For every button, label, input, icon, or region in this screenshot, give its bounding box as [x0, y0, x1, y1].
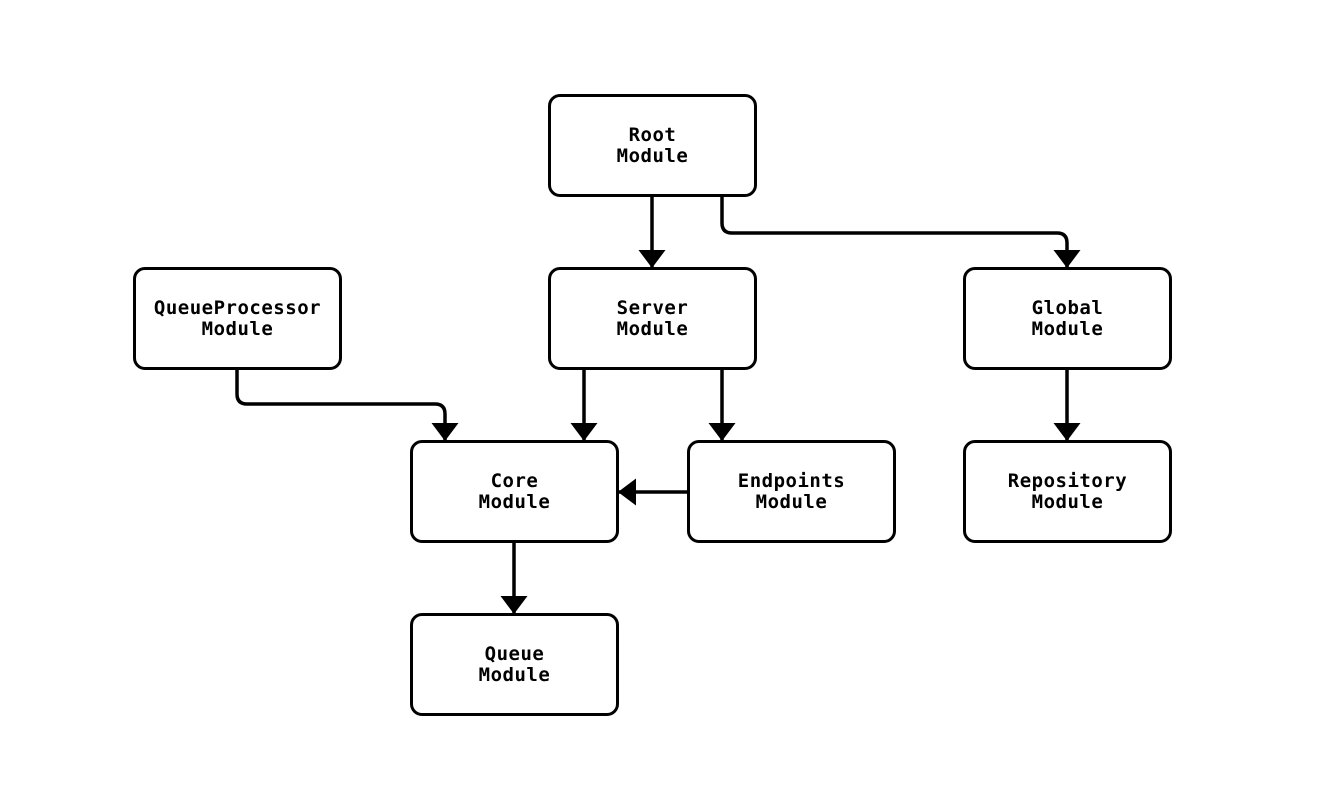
- edge-queueprocessor-to-core: [235, 370, 459, 441]
- node-label: Endpoints Module: [737, 469, 846, 513]
- node-label: Global Module: [1031, 296, 1104, 340]
- node-label: Server Module: [616, 296, 689, 340]
- node-server-module: Server Module: [548, 267, 757, 370]
- node-queueprocessor-module: QueueProcessor Module: [133, 267, 342, 370]
- edge-root-to-global: [720, 197, 1081, 268]
- node-label: Root Module: [616, 123, 689, 167]
- node-root-module: Root Module: [548, 94, 757, 197]
- node-core-module: Core Module: [410, 440, 619, 543]
- node-endpoints-module: Endpoints Module: [687, 440, 896, 543]
- node-queue-module: Queue Module: [410, 613, 619, 716]
- node-label: Queue Module: [478, 642, 551, 686]
- node-label: QueueProcessor Module: [153, 296, 322, 340]
- node-label: Repository Module: [1007, 469, 1128, 513]
- node-global-module: Global Module: [963, 267, 1172, 370]
- node-repository-module: Repository Module: [963, 440, 1172, 543]
- node-label: Core Module: [478, 469, 551, 513]
